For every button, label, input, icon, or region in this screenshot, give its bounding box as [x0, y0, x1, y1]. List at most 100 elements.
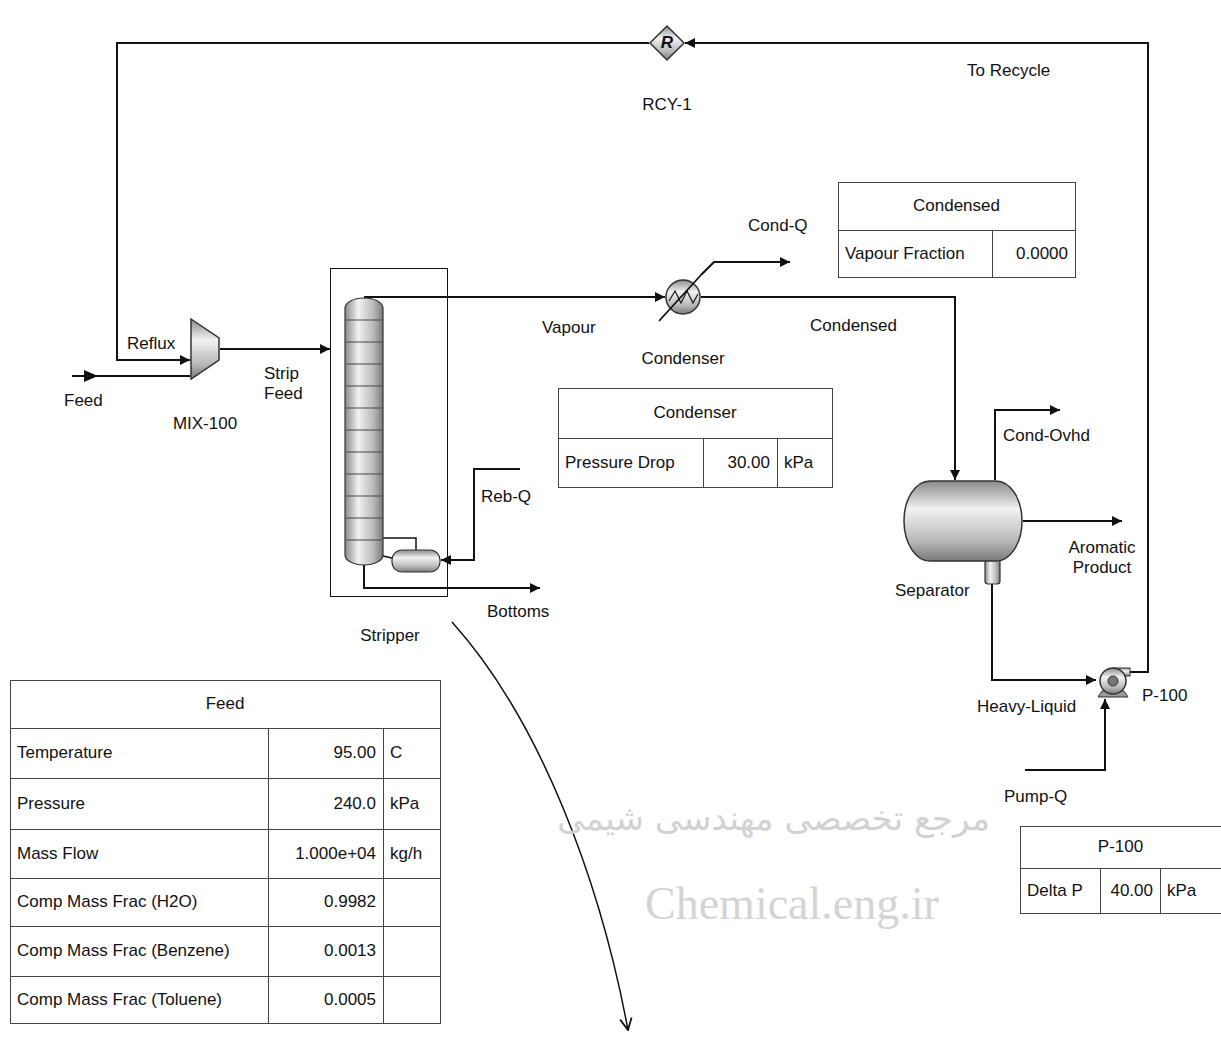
table-cell: Condenser [558, 388, 832, 438]
drawing-part [559, 389, 833, 488]
drawing-part [346, 452, 382, 453]
table-cell: 0.0005 [268, 976, 383, 1023]
drawing-part [346, 408, 382, 409]
stream-name: Cond-Q [748, 216, 808, 236]
table-cell: Pressure [10, 778, 268, 829]
drawing-part [1021, 827, 1221, 914]
table-cell: Pressure Drop [558, 438, 703, 487]
stream-line [448, 296, 665, 298]
stream-name: Reb-Q [481, 487, 531, 507]
table-cell: Vapour Fraction [838, 230, 992, 277]
table-cell: 40.00 [1100, 868, 1160, 913]
drawing-part [383, 556, 392, 558]
table-cell: Feed [10, 680, 440, 728]
arrow-head [320, 344, 330, 354]
drawing-part [10, 976, 440, 977]
recycle-symbol: R [649, 33, 685, 53]
watermark: Chemical.eng.ir [645, 878, 939, 930]
drawing-part [346, 540, 382, 541]
pump-impeller [1108, 676, 1118, 686]
table-cell: C [383, 728, 440, 778]
drawing-part [346, 386, 382, 387]
separator-vessel: Separator [903, 480, 1023, 562]
condenser-unit-icon [665, 279, 701, 315]
stream-name: Heavy-Liquid [975, 697, 1078, 717]
drawing-part [11, 681, 441, 1024]
mixer-symbol [191, 319, 219, 379]
drawing-part [1160, 868, 1161, 913]
aromatic-stream [1023, 520, 1122, 522]
mixer-unit: MIX-100 [190, 318, 220, 380]
drawing-part [346, 496, 382, 497]
stream-name: To Recycle [965, 61, 1052, 81]
duty-line [659, 275, 701, 321]
drawing-part [383, 728, 384, 1023]
unit-name: Separator [895, 581, 975, 601]
drawing-part [346, 364, 382, 365]
drawing-part [558, 438, 832, 439]
drawing-part [10, 829, 440, 830]
drawing-part [392, 550, 440, 572]
unit-name: MIX-100 [168, 414, 242, 434]
unit-name: RCY-1 [632, 95, 702, 115]
stream-connector [992, 562, 1096, 685]
mixer-unit-icon [190, 318, 220, 380]
drawing-part [268, 728, 269, 1023]
table-cell: Comp Mass Frac (Toluene) [10, 976, 268, 1023]
stream-name: Strip Feed [262, 364, 316, 404]
stream-name: Vapour [540, 318, 598, 338]
cond-q-stream [701, 262, 790, 275]
pump-table [1020, 827, 1221, 914]
table-cell: P-100 [1020, 826, 1221, 868]
drawing-part [364, 565, 540, 588]
table-cell: Delta P [1020, 868, 1100, 913]
table-cell: Mass Flow [10, 829, 268, 878]
drawing-part [838, 230, 1075, 231]
pump-unit: P-100 [1096, 664, 1130, 696]
drawing-part [10, 926, 440, 927]
exchanger-coil [669, 291, 698, 303]
table-cell: Comp Mass Frac (H2O) [10, 878, 268, 926]
stream-line [220, 348, 330, 350]
drawing-part [10, 778, 440, 779]
drawing-part [364, 296, 448, 298]
table-cell: 95.00 [268, 728, 383, 778]
table-cell: Condensed [838, 182, 1075, 230]
table-cell: 0.0000 [992, 230, 1075, 277]
pump-unit-icon [1096, 664, 1130, 696]
table-cell: 30.00 [703, 438, 777, 487]
table-cell: kg/h [383, 829, 440, 878]
drawing-part [777, 438, 778, 487]
arrow-head [1086, 675, 1096, 685]
table-cell: 240.0 [268, 778, 383, 829]
drawing-part [346, 474, 382, 475]
recycle-diamond [650, 26, 684, 60]
stripper-column: Stripper [330, 268, 448, 597]
stream-name: Aromatic Product [1060, 538, 1144, 578]
stream-connector [448, 292, 665, 302]
stripper-internals [345, 297, 540, 588]
drawing-part [10, 878, 440, 879]
drawing-part [1020, 868, 1221, 869]
recycle-block: RRCY-1 [649, 25, 685, 61]
pump-casing [1100, 668, 1126, 694]
arrow-head [950, 470, 960, 480]
drawing-part [345, 298, 383, 565]
stream-line [992, 562, 1096, 680]
reb-q-stream [441, 469, 520, 560]
stream-connector [220, 344, 330, 354]
stream-name: Condensed [808, 316, 899, 336]
table-cell: kPa [383, 778, 440, 829]
stream-name: Pump-Q [1004, 787, 1067, 807]
drawing-part [346, 430, 382, 431]
stream-name: Reflux [125, 334, 177, 354]
unit-name: Stripper [331, 626, 449, 646]
condenser-table [558, 389, 833, 488]
table-cell: kPa [1160, 868, 1221, 913]
drawing-part [992, 230, 993, 277]
drawing-part [703, 438, 704, 487]
unit-name: P-100 [1142, 686, 1187, 706]
stream-name: Cond-Ovhd [1003, 426, 1090, 446]
drawing-part [839, 183, 1076, 278]
stream-connector [117, 43, 649, 365]
